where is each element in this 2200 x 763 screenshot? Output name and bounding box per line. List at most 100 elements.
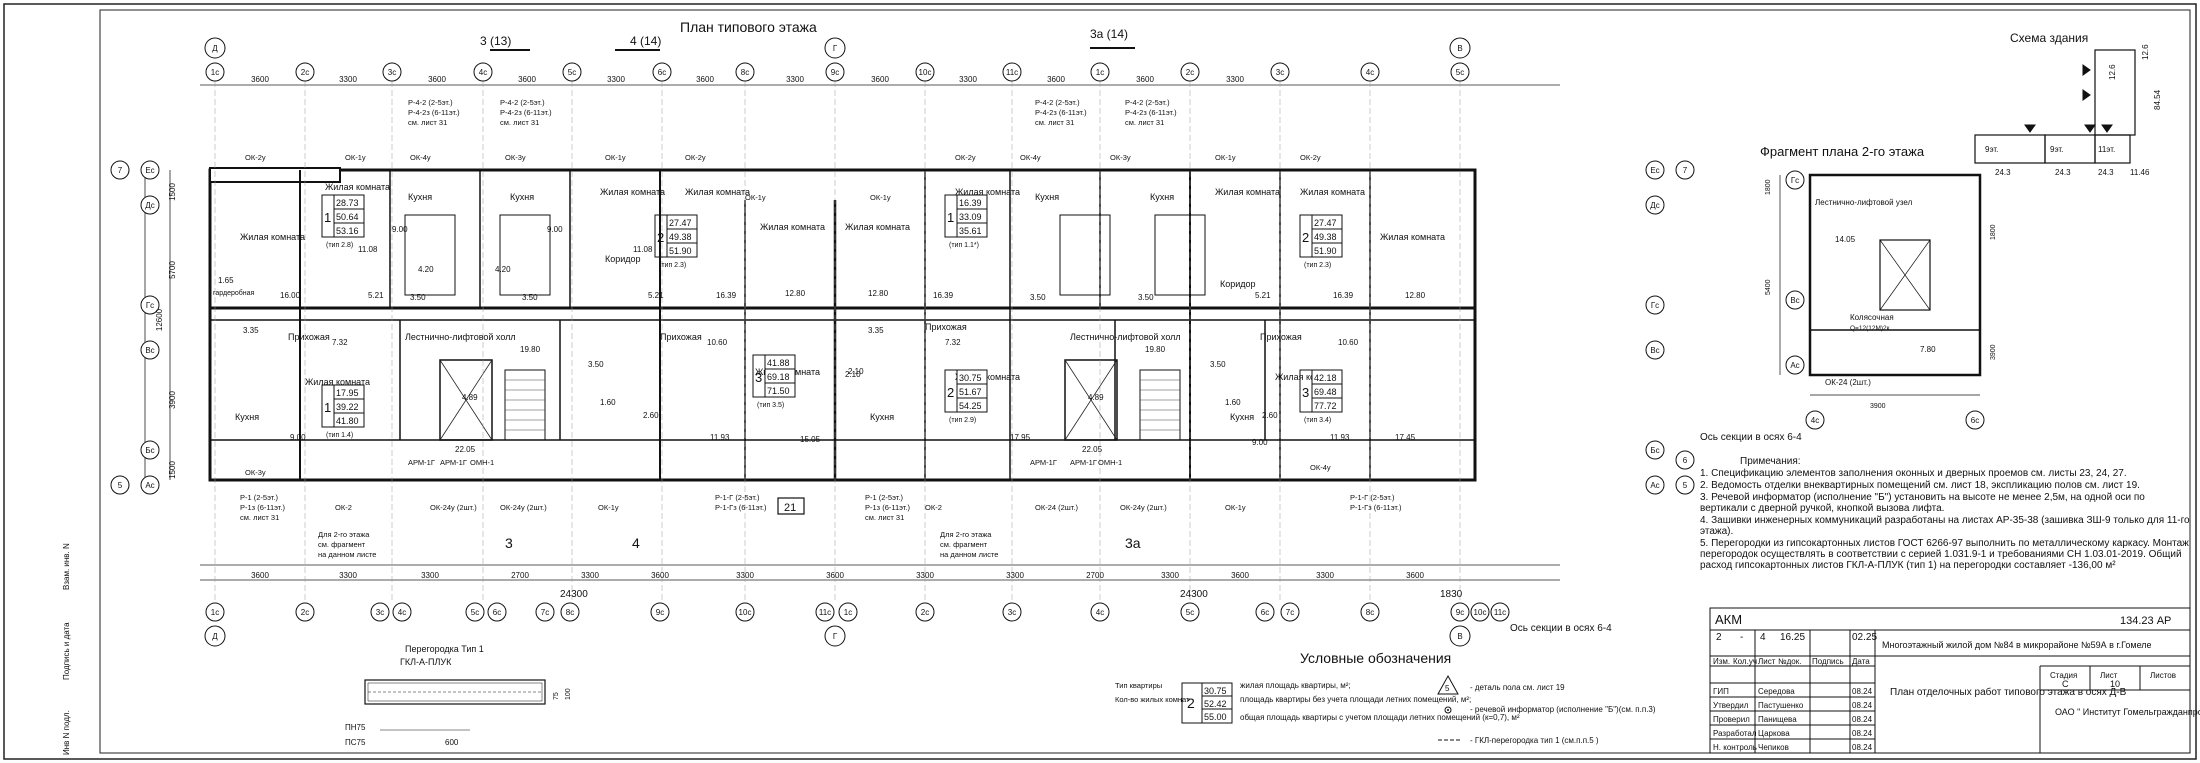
ok-label-17: ОК-24у (2шт.) — [500, 503, 547, 512]
room-living-11: Жилая комната — [305, 377, 370, 387]
room-stairhall-1: Лестнично-лифтовой холл — [405, 332, 516, 342]
omn-1: ОМН-1 — [470, 458, 494, 467]
ok-label-12: ОК-1у — [1215, 153, 1236, 162]
axis-top-0: 1с — [205, 62, 225, 82]
rev-4a: Р-4-2 (2-5эт.) — [1125, 98, 1170, 107]
note-2fl-e: см. фрагмент — [940, 540, 988, 549]
axis-top-2: 3с — [382, 62, 402, 82]
room-living-3: Жилая комната — [600, 187, 665, 197]
tb-company: ОАО " Институт Гомельгражданпроект" — [2055, 707, 2200, 717]
legend-detail: - деталь пола см. лист 19 — [1470, 683, 1565, 692]
room-hall-2: Прихожая — [660, 332, 702, 342]
axis-top-8: 10с — [915, 62, 935, 82]
svg-text:2с: 2с — [921, 608, 929, 617]
section-mark-4: 4 — [632, 535, 640, 551]
dim-top-5: 3600 — [696, 75, 714, 84]
frag-row-1: Вс — [1785, 290, 1805, 310]
svg-text:53.16: 53.16 — [336, 226, 359, 236]
area-label: 3.50 — [588, 360, 604, 369]
svg-text:(тип 2.9): (тип 2.9) — [949, 417, 976, 424]
axis-right-6: 6 — [1675, 450, 1695, 470]
tb-project: Многоэтажный жилой дом №84 в микрорайоне… — [1882, 640, 2152, 650]
axis-right-8: Ас — [1645, 475, 1665, 495]
rev-2c: см. лист 31 — [500, 118, 539, 127]
axis-left-7: Ас — [140, 475, 160, 495]
svg-text:33.09: 33.09 — [959, 212, 982, 222]
omn-2: ОМН-1 — [1098, 458, 1122, 467]
area-label: 10.60 — [1338, 338, 1359, 347]
rev-6c: см. лист 31 — [865, 513, 904, 522]
dim-bottom-8: 3300 — [916, 571, 934, 580]
staff-name: Пастушенко — [1758, 701, 1804, 710]
dim-bottom-10: 2700 — [1086, 571, 1104, 580]
dim-bottom-5: 3600 — [651, 571, 669, 580]
ok-label-19: ОК-2 — [925, 503, 942, 512]
rev-5a: Р-1 (2-5эт.) — [240, 493, 278, 502]
svg-text:Вс: Вс — [145, 346, 154, 355]
axis-top-b4: 5с — [1450, 62, 1470, 82]
area-label: 3.50 — [410, 293, 426, 302]
frag-dim-3: 3900 — [1870, 403, 1886, 410]
dim-top-1: 3300 — [339, 75, 357, 84]
room-living-5: Жилая комната — [760, 222, 825, 232]
axis-top-9: 11с — [1002, 62, 1022, 82]
tb-stage-h: Стадия — [2050, 671, 2077, 680]
area-label: 22.05 — [455, 445, 476, 454]
axis-bottom-3: 4с — [392, 602, 412, 622]
svg-text:50.64: 50.64 — [336, 212, 359, 222]
tb-col-3: №док. — [1778, 657, 1801, 666]
area-label: 9.00 — [547, 225, 563, 234]
dim-total-2: 24300 — [1180, 589, 1208, 600]
svg-text:39.22: 39.22 — [336, 402, 359, 412]
dim-top-2: 3600 — [428, 75, 446, 84]
room-corridor-2: Коридор — [1220, 279, 1256, 289]
dim-total-1: 24300 — [560, 589, 588, 600]
svg-text:1: 1 — [324, 400, 331, 415]
scheme-dim-1: 24.3 — [1995, 168, 2011, 177]
frag-row-2: Ас — [1785, 355, 1805, 375]
axis-right-2: Дс — [1645, 195, 1665, 215]
room-hall-1: Прихожая — [288, 332, 330, 342]
ok-label-8: ОК-1у — [870, 193, 891, 202]
tb-org: АКМ — [1715, 612, 1742, 627]
legend-gkl: - ГКЛ-перегородка тип 1 (см.п.п.5 ) — [1470, 736, 1599, 745]
svg-text:Бс: Бс — [1650, 446, 1659, 455]
svg-text:5с: 5с — [1456, 68, 1464, 77]
section-mark-3a: 3а — [1125, 535, 1141, 551]
strip-signature: Подпись и дата — [62, 622, 71, 680]
area-label: 16.39 — [1333, 291, 1354, 300]
scheme-floors-3: 11эт. — [2098, 145, 2115, 154]
axis-top-b0: 1с — [1090, 62, 1110, 82]
tb-col-4: Подпись — [1812, 657, 1844, 666]
cut-mark: 21 — [777, 497, 805, 515]
svg-text:4с: 4с — [398, 608, 406, 617]
svg-text:Гс: Гс — [146, 301, 154, 310]
axis-bottom-16: 6с — [1255, 602, 1275, 622]
svg-text:(тип 2.3): (тип 2.3) — [659, 262, 686, 269]
area-label: 4.89 — [1088, 393, 1104, 402]
legend-sample-a: 30.75 — [1204, 686, 1227, 696]
area-label: 7.32 — [945, 338, 961, 347]
axis-bottom-21: 11с — [1490, 602, 1510, 622]
partition-title: Перегородка Тип 1 — [405, 644, 484, 654]
svg-text:Д: Д — [212, 632, 218, 641]
frag-stroller-sub: Q=12(12М)2к — [1850, 325, 1890, 332]
legend-sample-b: 52.42 — [1204, 699, 1227, 709]
area-label: 5.21 — [1255, 291, 1271, 300]
svg-text:Ас: Ас — [1790, 361, 1799, 370]
svg-text:21: 21 — [784, 502, 796, 514]
svg-text:2: 2 — [947, 385, 954, 400]
dim-top-8: 3300 — [959, 75, 977, 84]
tb-col-1: Кол.уч — [1733, 657, 1757, 666]
area-label: 4.20 — [418, 265, 434, 274]
area-label: 9.00 — [290, 433, 306, 442]
staff-role: ГИП — [1713, 687, 1729, 696]
rev-7b: Р-1-Гз (6-11эт.) — [715, 503, 767, 512]
area-label: 17.95 — [1010, 433, 1031, 442]
axis-bottom-12: 2с — [915, 602, 935, 622]
rev-3b: Р-4-2з (6-11эт.) — [1035, 108, 1087, 117]
partition-subtitle: ГКЛ-А-ПЛУК — [400, 657, 452, 667]
